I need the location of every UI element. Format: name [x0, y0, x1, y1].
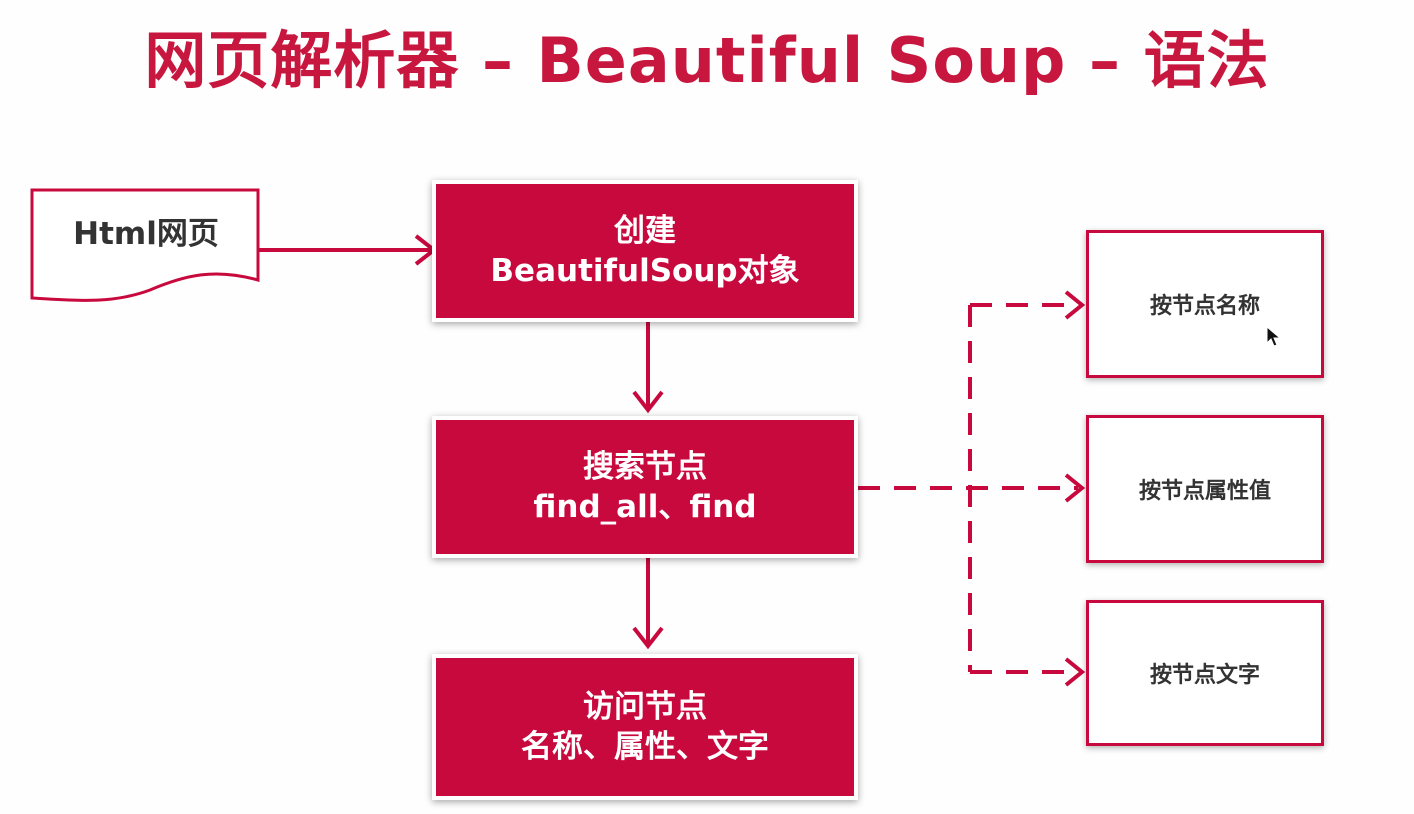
- visit-node-line1: 访问节点: [583, 688, 707, 725]
- mouse-pointer-icon: [1266, 326, 1282, 347]
- search-by-name-label: 按节点名称: [1149, 294, 1260, 319]
- visit-node-box: 访问节点 名称、属性、文字: [432, 654, 858, 800]
- visit-node-line2: 名称、属性、文字: [521, 729, 769, 765]
- search-node-box: 搜索节点 find_all、find: [432, 416, 858, 558]
- dashed-search-connectors: [858, 303, 1078, 674]
- arrow-search-to-visit: [632, 558, 664, 650]
- html-document-shape: [30, 188, 260, 302]
- search-node-line2: find_all、find: [533, 489, 757, 525]
- search-by-text-label: 按节点文字: [1149, 663, 1260, 688]
- arrow-doc-to-create: [258, 234, 438, 266]
- search-by-attribute-box: 按节点属性值: [1086, 415, 1324, 563]
- search-by-text-box: 按节点文字: [1086, 600, 1324, 746]
- create-object-line1: 创建: [614, 212, 676, 249]
- search-by-attribute-label: 按节点属性值: [1138, 479, 1271, 504]
- search-node-line1: 搜索节点: [583, 448, 707, 485]
- create-object-line2: BeautifulSoup对象: [490, 253, 800, 289]
- html-document-label: Html网页: [73, 216, 219, 252]
- arrow-create-to-search: [632, 322, 664, 414]
- search-by-name-box: 按节点名称: [1086, 230, 1324, 378]
- dashed-arrowheads: [1064, 290, 1086, 687]
- page-title: 网页解析器 – Beautiful Soup – 语法: [144, 24, 1270, 97]
- create-object-box: 创建 BeautifulSoup对象: [432, 180, 858, 322]
